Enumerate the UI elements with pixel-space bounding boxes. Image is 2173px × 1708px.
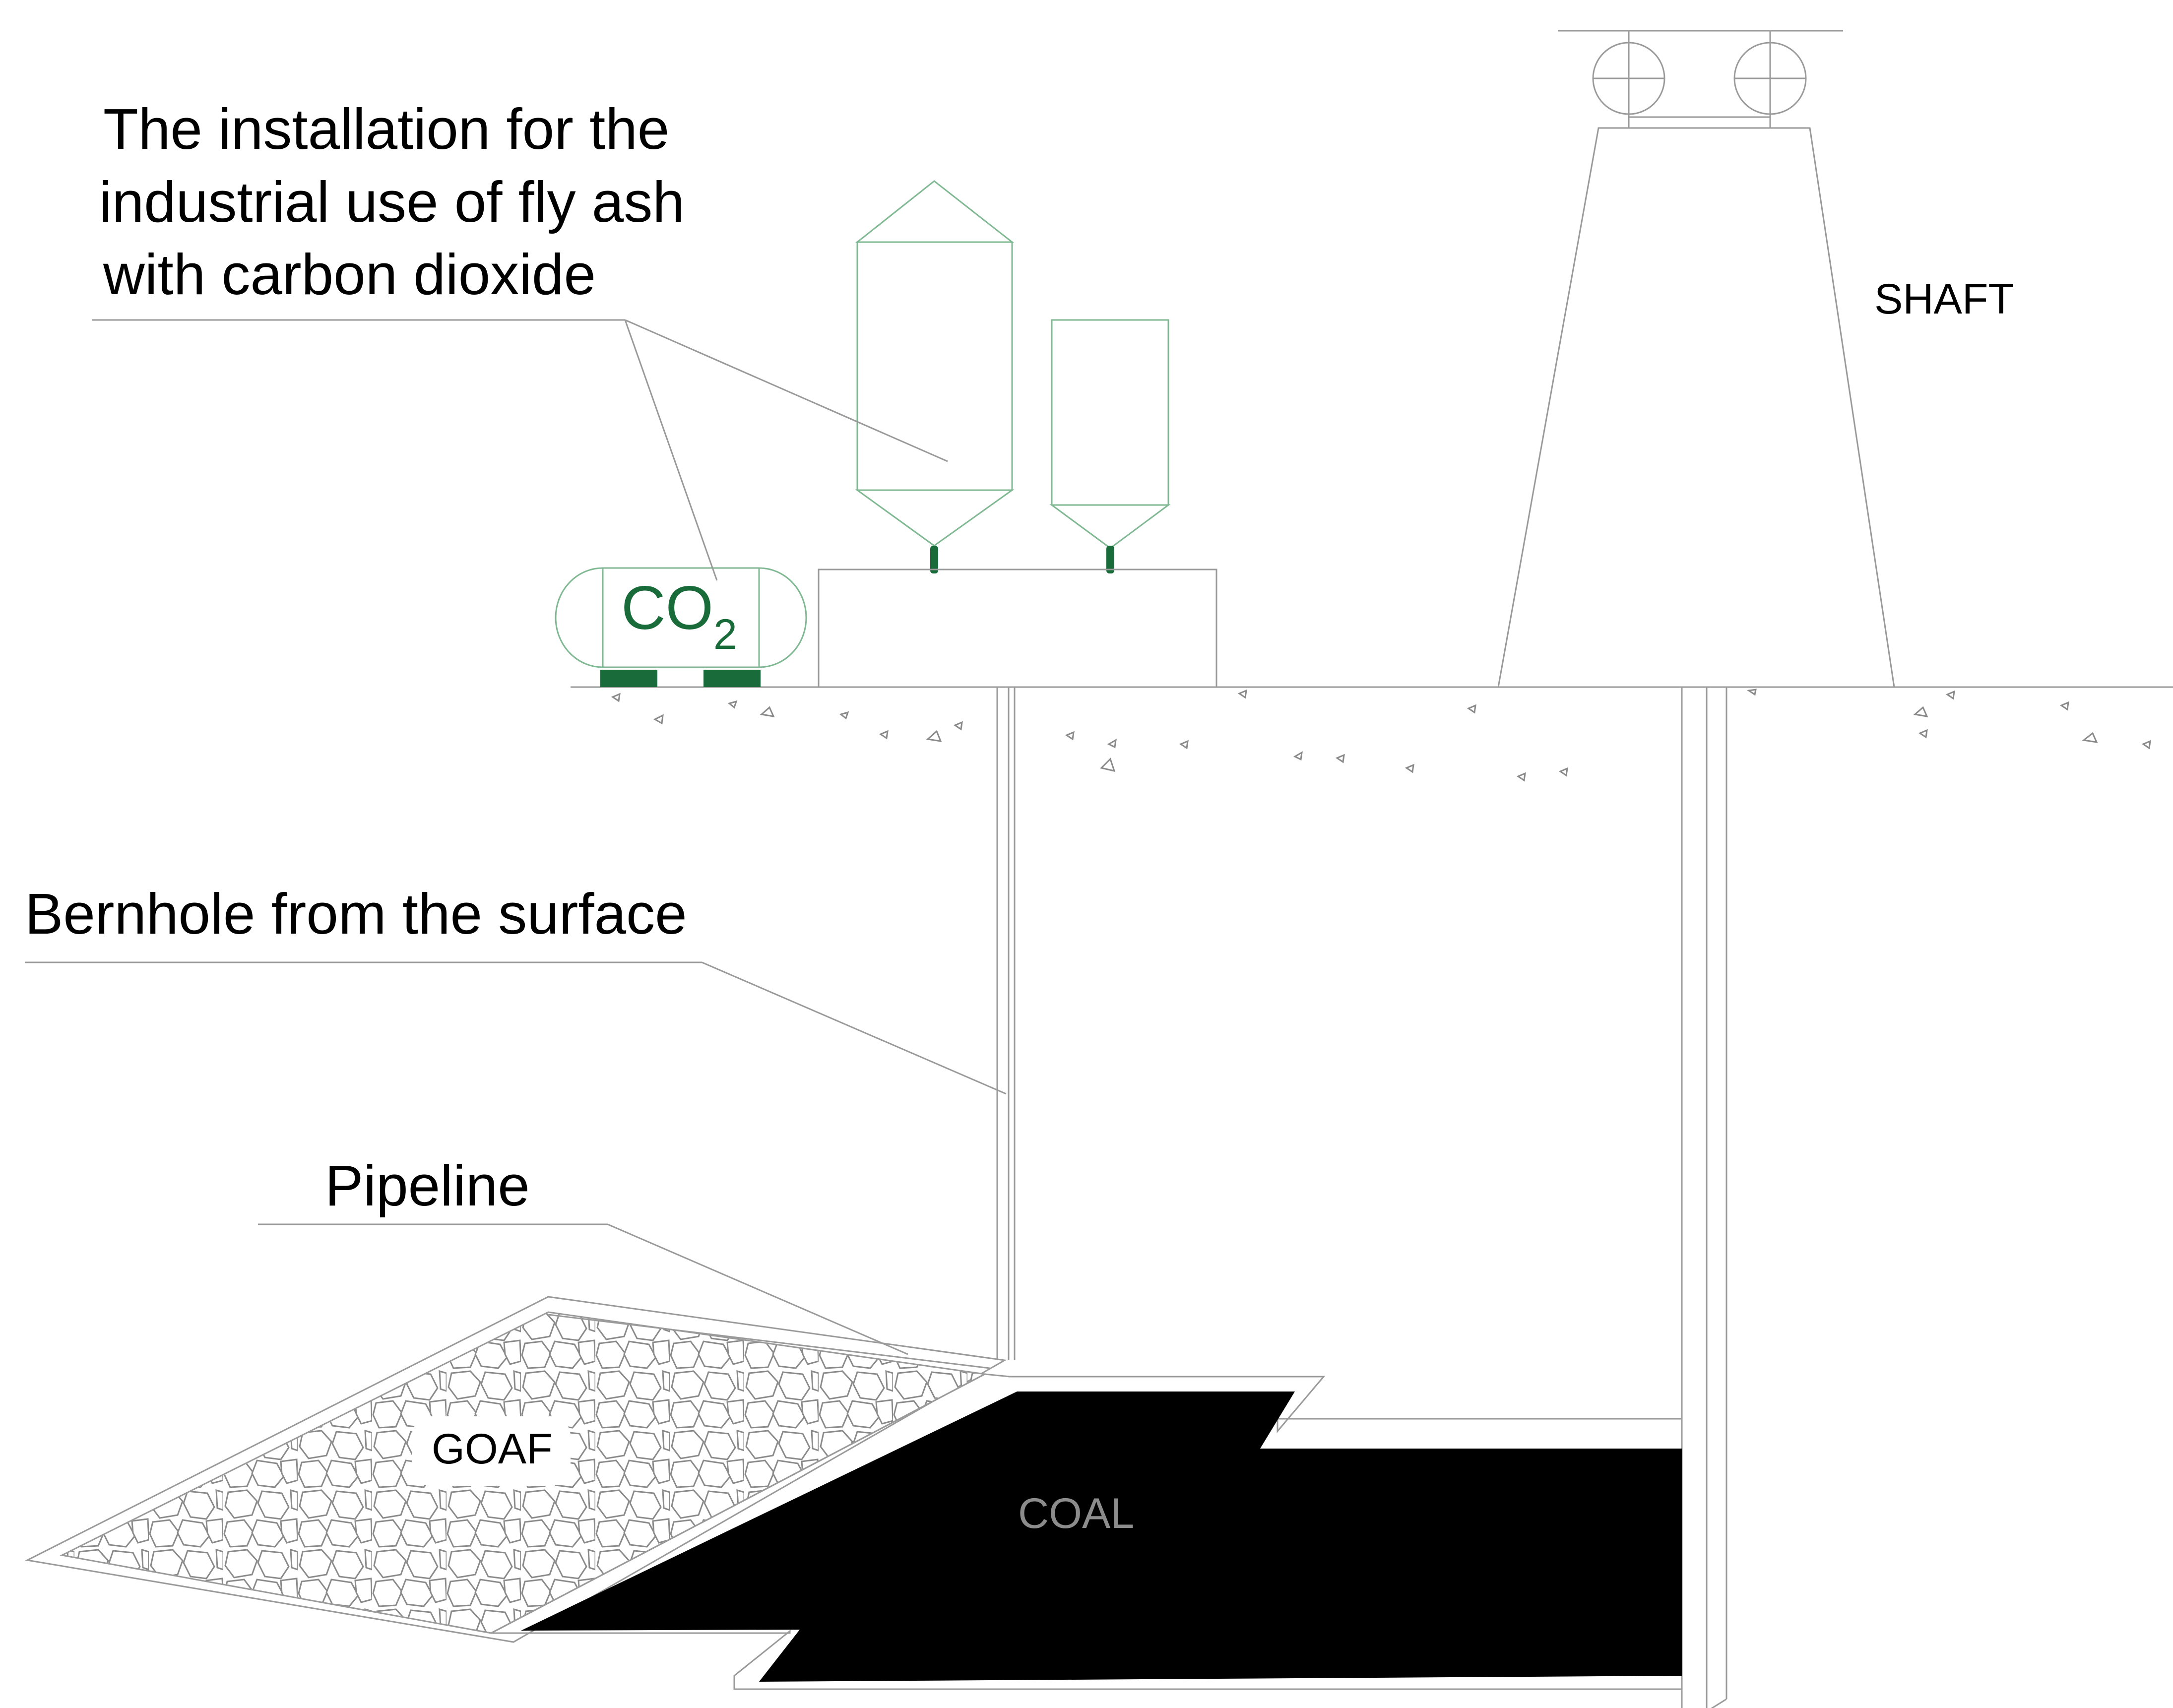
fly-ash-silo-small bbox=[1049, 319, 1171, 549]
co2-tank bbox=[555, 567, 807, 687]
goaf-label: GOAF bbox=[432, 1425, 553, 1473]
shaft-label: SHAFT bbox=[1874, 275, 2014, 323]
fly-ash-silo-large bbox=[855, 180, 1015, 550]
coal-seam-outline bbox=[491, 1373, 1683, 1690]
coal-seam bbox=[521, 1392, 1682, 1682]
ground-gravel-texture bbox=[611, 689, 2151, 782]
co2-label: CO2 bbox=[621, 574, 737, 658]
goaf-label-background bbox=[412, 1416, 571, 1486]
installation-label-line-1: The installation for the bbox=[103, 97, 669, 161]
shaft-headframe bbox=[1497, 30, 1895, 688]
co2-tank-support-right bbox=[703, 670, 761, 687]
installation-label-line-2: industrial use of fly ash bbox=[99, 170, 685, 234]
coal-label: COAL bbox=[1018, 1490, 1134, 1537]
borehole-label: Bernhole from the surface bbox=[25, 882, 687, 946]
borehole bbox=[996, 687, 1016, 1360]
pipeline-label: Pipeline bbox=[325, 1153, 530, 1218]
installation-leader-lines bbox=[92, 319, 948, 581]
silo-small-outlet bbox=[1106, 546, 1114, 573]
borehole-leader-line bbox=[25, 961, 1007, 1095]
installation-label: The installation for the industrial use … bbox=[99, 97, 685, 307]
silo-large-outlet bbox=[930, 546, 938, 573]
co2-tank-support-left bbox=[600, 670, 657, 687]
pipeline-leader-line bbox=[258, 1223, 908, 1355]
mixing-unit bbox=[818, 569, 1217, 688]
installation-label-line-3: with carbon dioxide bbox=[103, 242, 596, 307]
shaft-tube bbox=[1681, 687, 1727, 1708]
